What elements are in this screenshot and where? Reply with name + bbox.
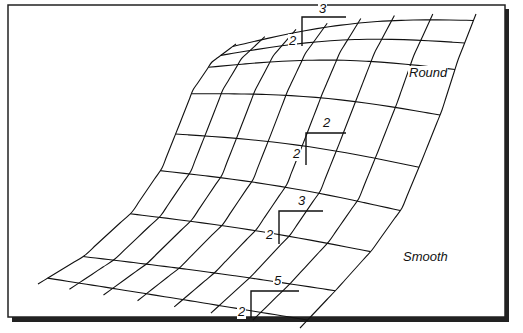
frame bbox=[8, 5, 505, 317]
slope-ratio-symbols bbox=[251, 17, 346, 318]
surface-label: Round bbox=[408, 66, 448, 80]
mesh-line bbox=[130, 214, 370, 252]
ratio-number: 3 bbox=[318, 2, 327, 16]
slope-ratio-symbol bbox=[279, 211, 323, 244]
ratio-number: 5 bbox=[273, 274, 282, 288]
mesh-line bbox=[300, 14, 476, 328]
slope-ratio-symbol bbox=[251, 291, 299, 318]
mesh-line bbox=[38, 44, 236, 284]
mesh-line bbox=[233, 20, 474, 47]
slope-ratio-symbol bbox=[302, 17, 346, 46]
mesh-line bbox=[83, 257, 335, 291]
surface-mesh bbox=[38, 14, 476, 328]
mesh-line bbox=[48, 278, 308, 320]
mesh-line bbox=[176, 134, 419, 167]
ratio-number: 2 bbox=[265, 228, 274, 242]
mesh-line bbox=[160, 171, 400, 211]
ratio-number: 2 bbox=[292, 147, 301, 161]
ratio-number: 2 bbox=[288, 34, 297, 48]
mesh-line bbox=[104, 29, 297, 295]
ratio-number: 2 bbox=[322, 116, 331, 130]
mesh-line bbox=[221, 39, 465, 55]
mesh-line bbox=[192, 94, 441, 115]
slope-ratio-symbol bbox=[306, 133, 346, 165]
ratio-number: 2 bbox=[237, 305, 246, 319]
surface-label: Smooth bbox=[402, 250, 449, 264]
ratio-number: 3 bbox=[297, 194, 306, 208]
